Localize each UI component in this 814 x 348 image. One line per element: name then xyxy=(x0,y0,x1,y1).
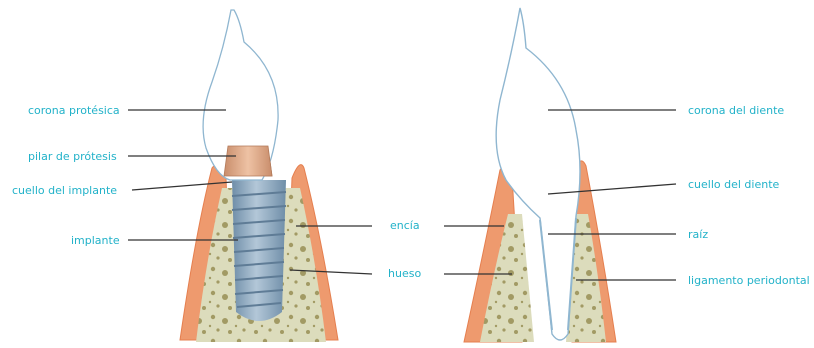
label-raiz: raíz xyxy=(688,228,708,241)
label-ligamento: ligamento periodontal xyxy=(688,274,810,287)
label-cuello-implante: cuello del implante xyxy=(12,184,117,197)
implant-screw xyxy=(232,180,286,321)
label-cuello-diente: cuello del diente xyxy=(688,178,780,191)
label-encia: encía xyxy=(390,219,420,232)
label-corona-protesica: corona protésica xyxy=(28,104,120,117)
label-pilar: pilar de prótesis xyxy=(28,150,117,163)
label-implante: implante xyxy=(71,234,120,247)
label-corona-diente: corona del diente xyxy=(688,104,784,117)
implant-illustration xyxy=(180,10,338,342)
tooth-illustration xyxy=(464,8,616,342)
label-hueso: hueso xyxy=(388,267,421,280)
